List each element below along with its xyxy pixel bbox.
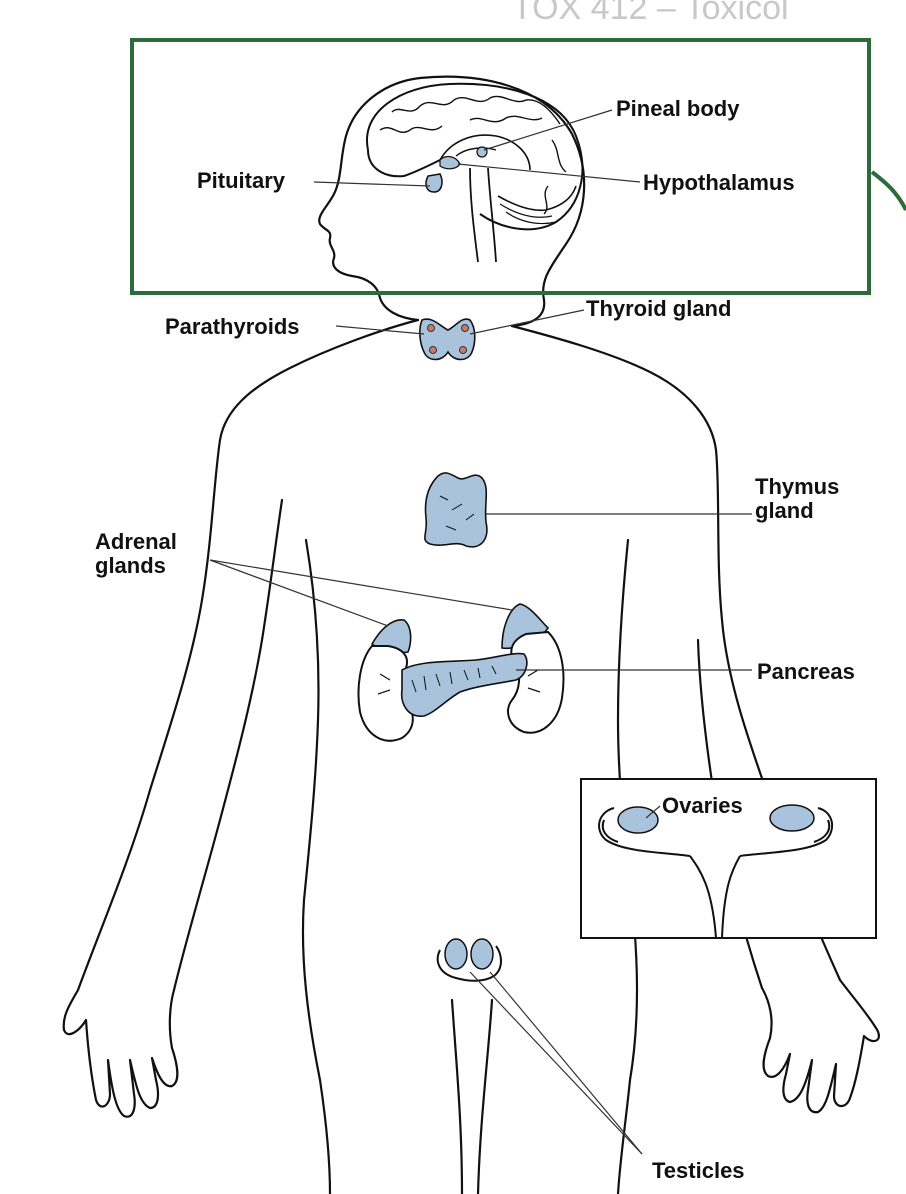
label-pineal-body: Pineal body bbox=[616, 96, 740, 121]
label-parathyroids: Parathyroids bbox=[165, 314, 300, 339]
ovaries-inset-box bbox=[580, 778, 877, 939]
label-ovaries: Ovaries bbox=[662, 793, 743, 818]
hypothalamus-gland bbox=[439, 155, 461, 170]
kidney-right bbox=[507, 630, 565, 734]
testicle-right bbox=[470, 938, 494, 970]
label-adrenal-line1: Adrenal bbox=[95, 529, 177, 554]
scrotum-outline bbox=[436, 945, 502, 982]
thymus-gland bbox=[424, 472, 488, 548]
label-adrenal-line2: glands bbox=[95, 553, 166, 578]
ovary-left bbox=[617, 806, 659, 834]
testicle-left bbox=[444, 938, 468, 970]
brain bbox=[365, 82, 584, 263]
label-thymus-line1: Thymus bbox=[755, 474, 840, 499]
kidney-left bbox=[357, 645, 414, 742]
ovary-right bbox=[769, 804, 815, 832]
leader-lines bbox=[209, 109, 752, 1155]
label-pituitary: Pituitary bbox=[197, 168, 286, 193]
page-header-title: TOX 412 – Toxicol bbox=[512, 0, 789, 27]
body-outline bbox=[62, 75, 880, 1194]
pancreas-gland bbox=[400, 652, 528, 717]
pineal-gland bbox=[476, 146, 488, 158]
head-highlight-box bbox=[130, 38, 871, 295]
label-testicles: Testicles bbox=[652, 1158, 745, 1183]
label-pancreas: Pancreas bbox=[757, 659, 855, 684]
label-thymus-line2: gland bbox=[755, 498, 814, 523]
uterus-outline bbox=[598, 807, 834, 939]
label-thyroid-gland: Thyroid gland bbox=[586, 296, 732, 321]
label-hypothalamus: Hypothalamus bbox=[643, 170, 795, 195]
highlight-connector-arc bbox=[870, 170, 906, 211]
parathyroid-dots bbox=[427, 324, 469, 354]
pituitary-gland bbox=[425, 173, 443, 193]
